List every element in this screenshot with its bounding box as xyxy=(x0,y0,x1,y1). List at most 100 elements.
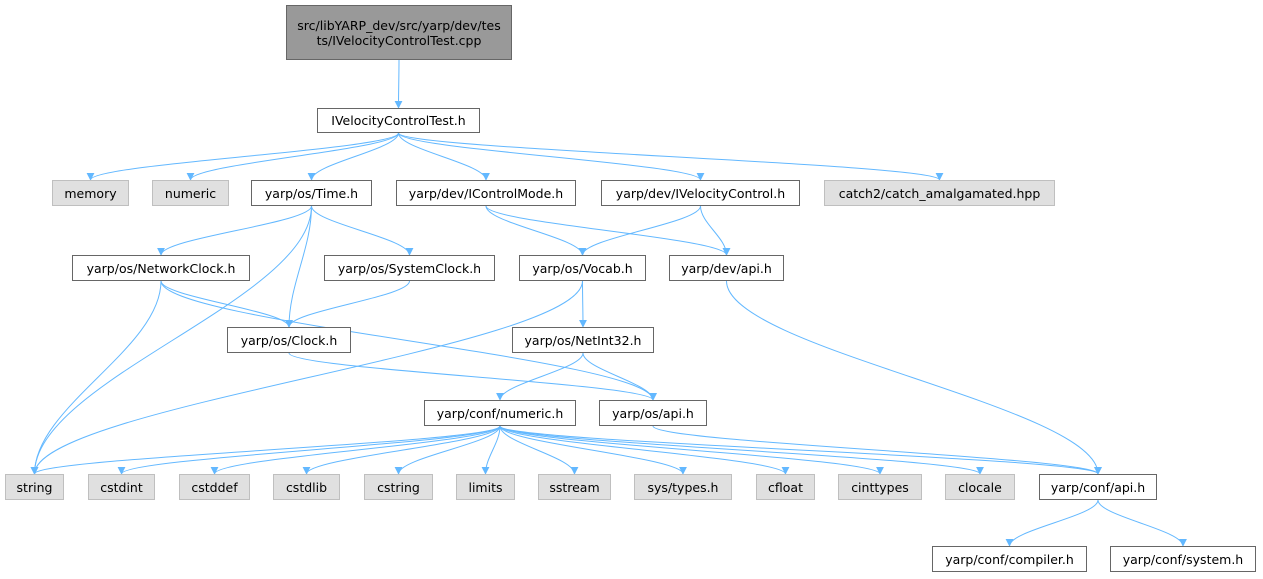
edge-confnum-to-cstdint xyxy=(117,425,501,475)
edge-netint-to-osapi xyxy=(582,352,657,401)
node-cstdlib[interactable]: cstdlib xyxy=(273,474,340,500)
node-label: yarp/os/NetworkClock.h xyxy=(86,260,236,276)
node-yarp-os-time-h[interactable]: yarp/os/Time.h xyxy=(251,180,372,206)
node-numeric[interactable]: numeric xyxy=(152,180,229,206)
edge-osapi-to-confapi xyxy=(652,425,1102,475)
node-yarp-conf-api-h[interactable]: yarp/conf/api.h xyxy=(1039,474,1157,500)
node-clocale[interactable]: clocale xyxy=(945,474,1015,500)
node-label: memory xyxy=(64,185,117,201)
node-label: numeric xyxy=(164,185,217,201)
edge-ivct-to-ivc xyxy=(398,132,705,181)
edge-ivc-to-devapi xyxy=(700,205,731,256)
node-cinttypes[interactable]: cinttypes xyxy=(838,474,922,500)
edge-confnum-to-cstddef xyxy=(210,425,501,475)
node-label: cstdint xyxy=(100,479,143,495)
node-label: cstdlib xyxy=(285,479,328,495)
edge-confnum-to-cinttypes xyxy=(499,425,884,475)
edge-confapi-to-compiler xyxy=(1005,499,1099,547)
edge-vocab-to-netint xyxy=(578,280,587,328)
node-label: yarp/dev/IVelocityControl.h xyxy=(615,185,786,201)
node-cstring[interactable]: cstring xyxy=(364,474,433,500)
node-label: yarp/conf/api.h xyxy=(1050,479,1146,495)
edge-devapi-to-confapi xyxy=(726,280,1102,475)
node-label: catch2/catch_amalgamated.hpp xyxy=(838,185,1041,201)
node-label: sstream xyxy=(549,479,600,495)
node-label: yarp/conf/compiler.h xyxy=(945,551,1074,567)
edge-ivc-to-vocab xyxy=(578,205,701,256)
node-yarp-os-vocab-h[interactable]: yarp/os/Vocab.h xyxy=(519,255,646,281)
edge-time-to-clock xyxy=(285,205,312,328)
node-yarp-dev-api-h[interactable]: yarp/dev/api.h xyxy=(669,255,784,281)
node-label: cfloat xyxy=(768,479,803,495)
node-label: yarp/os/api.h xyxy=(612,405,694,421)
node-yarp-os-systemclock-h[interactable]: yarp/os/SystemClock.h xyxy=(324,255,495,281)
node-yarp-conf-system-h[interactable]: yarp/conf/system.h xyxy=(1110,546,1256,572)
node-yarp-os-clock-h[interactable]: yarp/os/Clock.h xyxy=(227,327,351,353)
edge-vocab-to-string xyxy=(30,280,583,475)
edge-confnum-to-cfloat xyxy=(499,425,790,475)
node-yarp-conf-numeric-h[interactable]: yarp/conf/numeric.h xyxy=(424,400,576,426)
node-label: sys/types.h xyxy=(647,479,719,495)
node-label: yarp/conf/numeric.h xyxy=(436,405,564,421)
edge-ivct-to-icm xyxy=(398,132,490,181)
node-label: yarp/os/Clock.h xyxy=(240,332,338,348)
edge-ivct-to-memory xyxy=(86,132,399,181)
edge-root-to-ivct xyxy=(394,59,403,109)
node-label: yarp/os/NetInt32.h xyxy=(524,332,642,348)
node-label: IVelocityControlTest.h xyxy=(331,113,466,128)
node-yarp-dev-icontrolmode-h[interactable]: yarp/dev/IControlMode.h xyxy=(396,180,576,206)
node-memory[interactable]: memory xyxy=(52,180,129,206)
edge-ivct-to-time xyxy=(307,132,399,181)
edge-confnum-to-cstring xyxy=(394,425,501,475)
node-cstddef[interactable]: cstddef xyxy=(179,474,250,500)
node-catch2-catch-amalgamated-hpp[interactable]: catch2/catch_amalgamated.hpp xyxy=(824,180,1055,206)
node-string[interactable]: string xyxy=(5,474,64,500)
edge-ivct-to-catch2 xyxy=(398,132,944,181)
node-label: cstring xyxy=(377,479,420,495)
node-limits[interactable]: limits xyxy=(456,474,515,500)
node-label: yarp/conf/system.h xyxy=(1122,551,1244,567)
edge-ivct-to-numeric xyxy=(186,132,399,181)
node-label: string xyxy=(16,479,53,495)
node-label: yarp/os/Time.h xyxy=(264,185,359,201)
node-yarp-conf-compiler-h[interactable]: yarp/conf/compiler.h xyxy=(932,546,1087,572)
edge-confnum-to-string xyxy=(30,425,501,475)
node-root-file[interactable]: src/libYARP_dev/src/yarp/dev/tests/IVelo… xyxy=(286,5,512,60)
node-label: cinttypes xyxy=(851,479,909,495)
edge-confnum-to-limits xyxy=(481,425,501,475)
edge-confnum-to-cstdlib xyxy=(302,425,501,475)
node-label: yarp/os/Vocab.h xyxy=(532,260,633,276)
edge-netclock-to-string xyxy=(30,280,162,475)
node-cstdint[interactable]: cstdint xyxy=(88,474,155,500)
node-label: limits xyxy=(468,479,503,495)
edge-time-to-sysclock xyxy=(311,205,414,256)
edge-netint-to-confnum xyxy=(496,352,584,401)
edge-time-to-netclock xyxy=(157,205,312,256)
node-yarp-os-api-h[interactable]: yarp/os/api.h xyxy=(599,400,707,426)
node-label: clocale xyxy=(958,479,1002,495)
edge-confapi-to-system xyxy=(1097,499,1187,547)
edge-icm-to-devapi xyxy=(485,205,731,256)
edge-confnum-to-sstream xyxy=(499,425,579,475)
node-yarp-os-netint32-h[interactable]: yarp/os/NetInt32.h xyxy=(512,327,654,353)
node-label: yarp/dev/api.h xyxy=(681,260,772,276)
edge-netclock-to-clock xyxy=(160,280,293,328)
edge-time-to-string xyxy=(30,205,312,475)
node-sys-types-h[interactable]: sys/types.h xyxy=(634,474,732,500)
edge-confnum-to-systypes xyxy=(499,425,687,475)
node-yarp-os-networkclock-h[interactable]: yarp/os/NetworkClock.h xyxy=(72,255,250,281)
edge-netclock-to-osapi xyxy=(160,280,657,401)
node-cfloat[interactable]: cfloat xyxy=(756,474,815,500)
edge-confnum-to-clocale xyxy=(499,425,984,475)
node-ivelocitycontroltest-h[interactable]: IVelocityControlTest.h xyxy=(317,108,480,133)
node-label: cstddef xyxy=(191,479,238,495)
edge-confnum-to-confapi xyxy=(499,425,1102,475)
node-sstream[interactable]: sstream xyxy=(538,474,611,500)
edge-sysclock-to-clock xyxy=(285,280,410,328)
node-label: yarp/os/SystemClock.h xyxy=(337,260,482,276)
node-label: yarp/dev/IControlMode.h xyxy=(408,185,564,201)
node-yarp-dev-ivelocitycontrol-h[interactable]: yarp/dev/IVelocityControl.h xyxy=(601,180,800,206)
edge-clock-to-osapi xyxy=(288,352,657,401)
